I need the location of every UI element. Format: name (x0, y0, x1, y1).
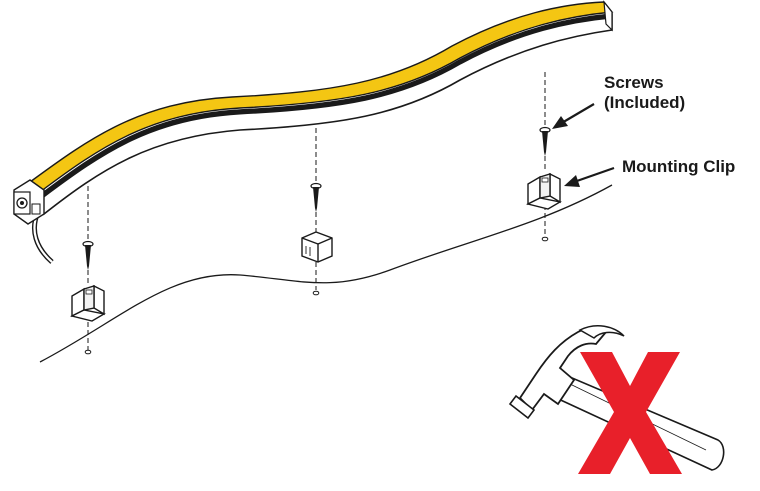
mounting-clip-left (69, 284, 106, 322)
screws-callout-arrow (552, 103, 595, 129)
mounting-clip-right (525, 172, 562, 210)
screw-left (82, 240, 94, 270)
alignment-guides (87, 72, 546, 350)
power-cable (32, 210, 54, 264)
screws-label: Screws (604, 73, 664, 92)
mounting-clip-callout-arrow (564, 166, 615, 187)
mounting-clip-label: Mounting Clip (622, 157, 735, 176)
screw-right (539, 126, 551, 156)
strip-stripe (40, 13, 613, 199)
mounting-surface-edge (39, 184, 613, 363)
x-mark-icon (578, 352, 682, 474)
screws-label-sub: (Included) (604, 93, 685, 112)
led-strip (28, 0, 614, 216)
mounting-clip-middle (301, 231, 333, 263)
end-cap-connector (13, 179, 45, 225)
screw-holes (84, 236, 549, 355)
strip-body (39, 13, 613, 216)
screw-middle (310, 182, 322, 212)
